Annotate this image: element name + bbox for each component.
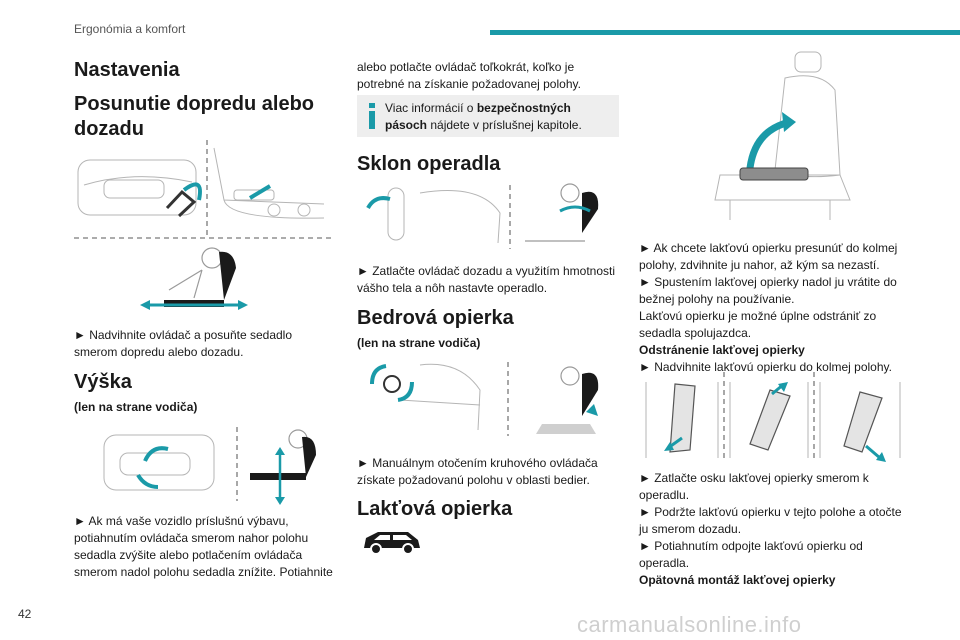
- info-icon: [369, 103, 375, 129]
- paragraph-detach: ► Potiahnutím odpojte lakťovú opierku od…: [639, 539, 863, 570]
- info-text: Viac informácií o bezpečnostných pásoch …: [385, 101, 582, 132]
- paragraph-height: ► Ak má vaše vozidlo príslušnú výbavu, p…: [74, 514, 333, 579]
- armrest-removal-steps: ► Zatlačte osku lakťovej opierky smerom …: [639, 470, 909, 589]
- figure-armrest-removal: [645, 372, 901, 462]
- figure-seat-recline: [366, 183, 599, 249]
- heading-lumbar: Bedrová opierka: [357, 307, 514, 329]
- figure-seat-forward-backward: [74, 140, 332, 310]
- paragraph-rotate-back: ► Podržte lakťovú opierku v tejto polohe…: [639, 505, 902, 536]
- figure-lumbar-support: [370, 362, 599, 436]
- paragraph-forward: ► Nadvihnite ovládač a posuňte sedadlo s…: [74, 328, 293, 359]
- page-number: 42: [18, 607, 32, 621]
- note-height: (len na strane vodiča): [74, 400, 198, 414]
- figure-seat-height: [103, 427, 316, 505]
- figure-armrest-raise: [714, 51, 851, 220]
- car-icon: [364, 532, 420, 555]
- running-header: Ergonómia a komfort: [74, 22, 186, 36]
- heading-armrest: Lakťová opierka: [357, 498, 513, 520]
- paragraph-armrest-up: ► Ak chcete lakťovú opierku presunúť do …: [639, 241, 898, 272]
- paragraph-height-continued: alebo potlačte ovládač toľkokrát, koľko …: [357, 60, 581, 91]
- heading-forward-backward: Posunutie dopredu alebo dozadu: [74, 93, 315, 140]
- subheading-armrest-refit: Opätovná montáž lakťovej opierky: [639, 573, 836, 587]
- paragraph-recline: ► Zatlačte ovládač dozadu a využitím hmo…: [357, 264, 615, 295]
- paragraph-lumbar: ► Manuálnym otočením kruhového ovládača …: [357, 456, 598, 487]
- header-accent-bar: [490, 30, 960, 35]
- subheading-armrest-removal: Odstránenie lakťovej opierky: [639, 343, 805, 357]
- watermark: carmanualsonline.info: [577, 612, 802, 637]
- heading-height: Výška: [74, 371, 132, 393]
- heading-settings: Nastavenia: [74, 59, 180, 81]
- paragraph-push-axle: ► Zatlačte osku lakťovej opierky smerom …: [639, 471, 869, 502]
- heading-recline: Sklon operadla: [357, 153, 501, 175]
- info-box-seatbelts: Viac informácií o bezpečnostných pásoch …: [357, 95, 619, 137]
- paragraph-armrest-lift: ► Nadvihnite lakťovú opierku do kolmej p…: [639, 360, 892, 374]
- armrest-instructions: ► Ak chcete lakťovú opierku presunúť do …: [639, 240, 909, 376]
- paragraph-armrest-removable: Lakťovú opierku je možné úplne odstrániť…: [639, 309, 877, 340]
- paragraph-armrest-down: ► Spustením lakťovej opierky nadol ju vr…: [639, 275, 897, 306]
- note-lumbar: (len na strane vodiča): [357, 336, 481, 350]
